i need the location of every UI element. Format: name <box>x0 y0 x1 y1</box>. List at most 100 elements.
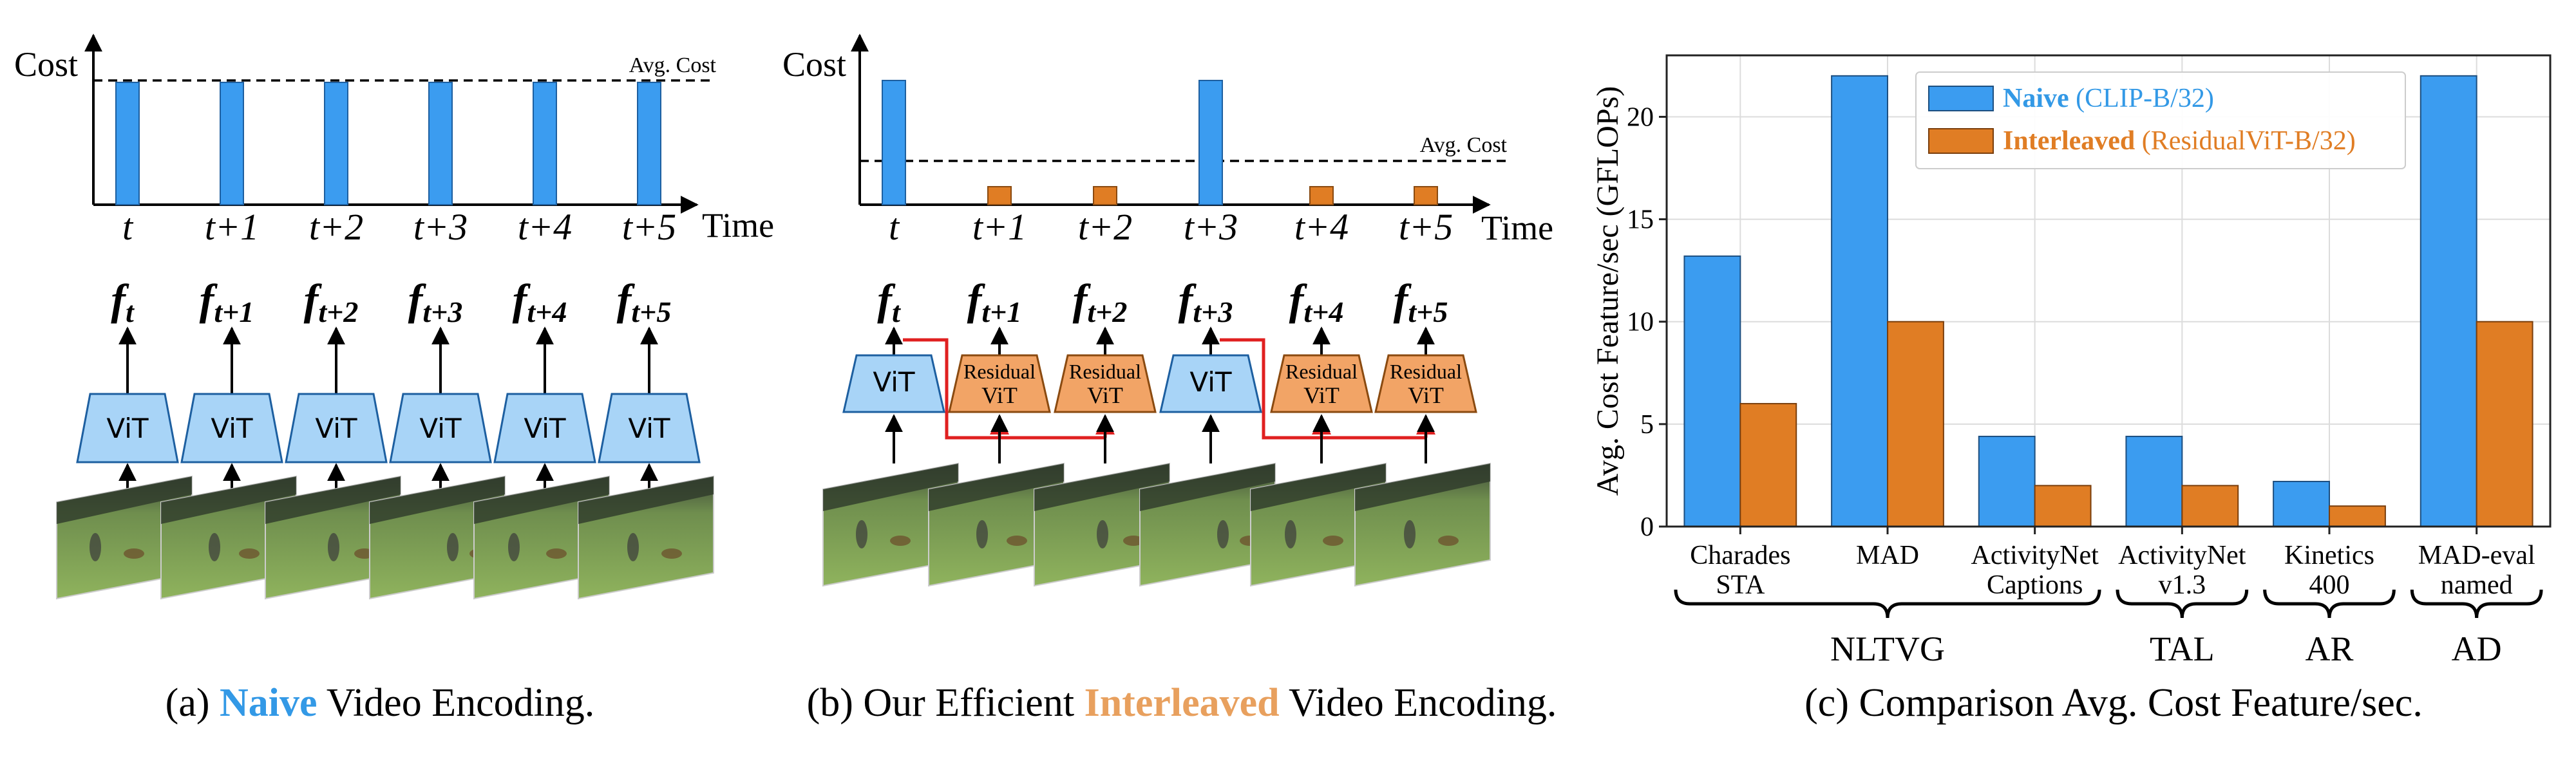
bar-interleaved <box>2476 321 2533 527</box>
x-tick-label: Charades <box>1690 541 1790 570</box>
group-brace <box>2410 589 2543 619</box>
group-brace <box>2116 589 2249 619</box>
y-axis-label: Avg. Cost Feature/sec (GFLOPs) <box>1591 86 1625 496</box>
x-tick-label: MAD <box>1856 541 1919 570</box>
time-tick-label: t+1 <box>972 206 1027 248</box>
time-tick-label: t+5 <box>622 206 676 248</box>
bar-interleaved <box>2329 505 2386 527</box>
residual-label: Residual <box>1390 360 1462 383</box>
feature-label: ft <box>111 275 135 328</box>
feature-label: ft+1 <box>200 275 254 328</box>
y-tick-label: 5 <box>1640 410 1654 440</box>
time-tick-label: t+4 <box>518 206 572 248</box>
bar-interleaved <box>1887 321 1944 527</box>
cost-bar-residual <box>987 186 1012 205</box>
feature-label: ft+5 <box>617 275 672 328</box>
y-tick-label: 10 <box>1627 308 1654 337</box>
cost-bar <box>115 82 140 205</box>
x-tick-label: 400 <box>2309 570 2350 600</box>
legend-box <box>1915 71 2406 169</box>
cost-bar <box>428 82 453 205</box>
vit-label: ViT <box>1189 366 1231 398</box>
time-tick-label: t+3 <box>1184 206 1238 248</box>
time-tick-label: t <box>889 206 900 248</box>
video-frame <box>928 462 1065 587</box>
time-axis-label: Time <box>702 206 774 245</box>
feature-label: ft+1 <box>967 275 1022 328</box>
residual-label: Residual <box>963 360 1036 383</box>
avg-cost-label: Avg. Cost <box>1420 133 1508 157</box>
plot-frame <box>1665 54 2552 528</box>
group-label: AR <box>2305 630 2353 668</box>
video-frame <box>1354 462 1491 587</box>
residual-vit-label: ViT <box>1408 382 1444 408</box>
vit-encoder <box>285 393 388 463</box>
vit-encoder <box>180 393 283 463</box>
vit-encoder <box>389 393 492 463</box>
residual-vit-label: ViT <box>1087 382 1123 408</box>
feature-route-line <box>1220 338 1426 440</box>
cost-bar <box>533 82 557 205</box>
residual-vit-encoder <box>1054 354 1157 413</box>
group-label: NLTVG <box>1830 630 1945 668</box>
legend-entry: Naive (CLIP-B/32) <box>2003 84 2214 113</box>
vit-label: ViT <box>419 413 461 444</box>
time-tick-label: t+2 <box>1078 206 1132 248</box>
video-frame <box>160 475 297 600</box>
y-tick-label: 15 <box>1627 205 1654 235</box>
x-tick-label: Captions <box>1987 570 2083 600</box>
vit-label: ViT <box>628 413 670 444</box>
video-frame <box>265 475 401 600</box>
vit-label: ViT <box>211 413 252 444</box>
caption-a: (a) Naive Video Encoding. <box>166 681 595 725</box>
feature-label: ft+2 <box>1073 275 1128 328</box>
bar-interleaved <box>1739 403 1797 527</box>
cost-bar-residual <box>1414 186 1438 205</box>
bar-naive <box>2273 480 2331 527</box>
group-brace <box>2263 589 2396 619</box>
bar-naive <box>2125 435 2183 527</box>
bar-naive <box>1683 255 1741 527</box>
vit-label: ViT <box>106 413 148 444</box>
feature-label: ft+2 <box>304 275 359 328</box>
time-axis-label: Time <box>1481 209 1553 247</box>
time-tick-label: t+4 <box>1294 206 1349 248</box>
video-frame <box>578 475 714 600</box>
video-frame <box>1139 462 1276 587</box>
feature-route-line <box>903 338 1105 440</box>
feature-label: ft+3 <box>408 275 463 328</box>
x-tick-label: ActivityNet <box>1971 541 2099 570</box>
time-tick-label: t <box>122 206 134 248</box>
time-tick-label: t+1 <box>205 206 259 248</box>
cost-bar-residual <box>1093 186 1117 205</box>
bar-interleaved <box>2181 485 2239 528</box>
vit-label: ViT <box>873 366 914 398</box>
residual-label: Residual <box>1285 360 1358 383</box>
video-frame <box>1034 462 1170 587</box>
vit-encoder <box>1159 354 1262 413</box>
x-tick-label: MAD-eval <box>2418 541 2535 570</box>
residual-vit-encoder <box>1374 354 1477 413</box>
y-tick-label: 0 <box>1640 512 1654 542</box>
video-frame <box>1250 462 1387 587</box>
legend-entry: Interleaved (ResidualViT-B/32) <box>2003 126 2356 156</box>
feature-label: ft+4 <box>513 275 567 328</box>
legend-swatch <box>1928 128 1994 154</box>
residual-label: Residual <box>1069 360 1141 383</box>
vit-label: ViT <box>315 413 357 444</box>
feature-label: ft+5 <box>1394 275 1448 328</box>
time-tick-label: t+5 <box>1399 206 1453 248</box>
bar-naive <box>2420 75 2477 527</box>
bar-interleaved <box>2034 485 2092 528</box>
legend-swatch <box>1928 86 1994 111</box>
bar-naive <box>1831 75 1889 527</box>
video-frame <box>56 475 193 600</box>
cost-bar <box>324 82 348 205</box>
cost-bar <box>220 82 244 205</box>
cost-bar-full <box>882 80 906 205</box>
caption-c: (c) Comparison Avg. Cost Feature/sec. <box>1804 681 2423 725</box>
vit-encoder <box>598 393 701 463</box>
residual-vit-encoder <box>948 354 1051 413</box>
